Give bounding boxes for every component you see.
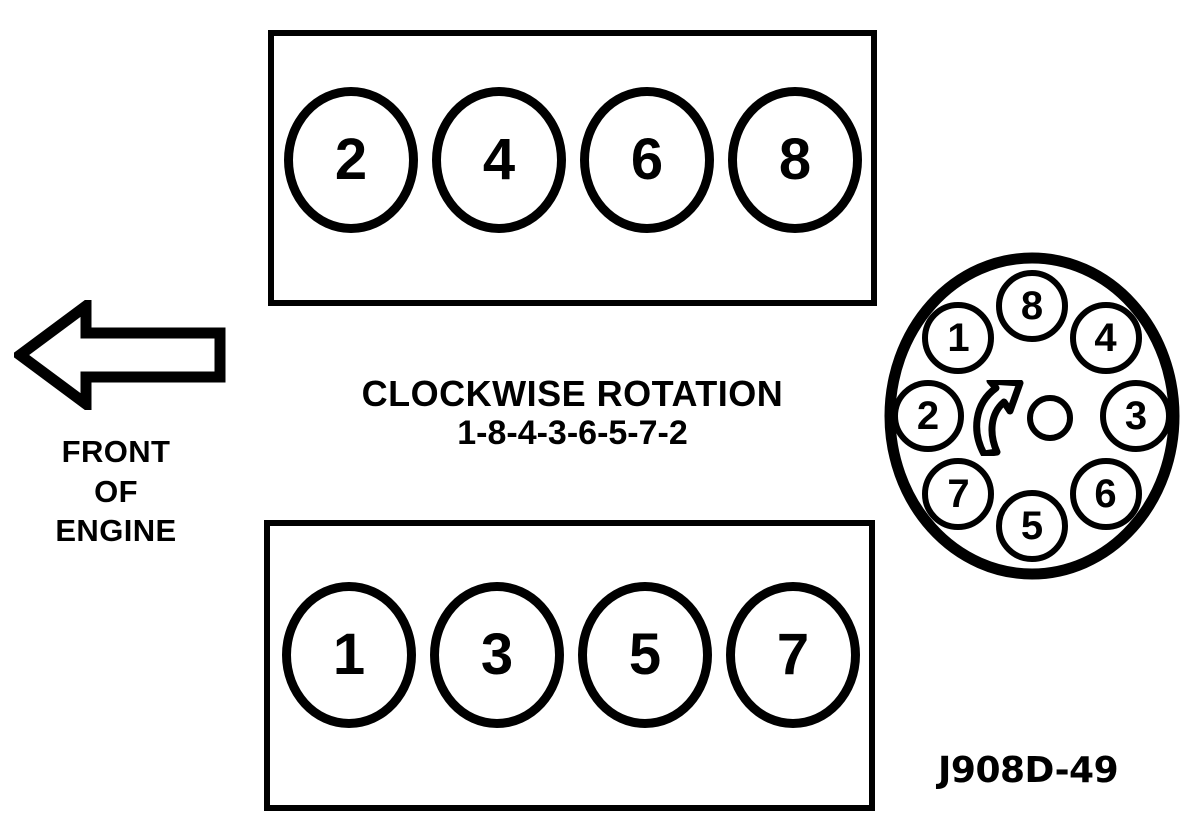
rotor-hub-icon — [1027, 395, 1073, 441]
terminal-label: 7 — [947, 471, 970, 516]
terminal-label: 2 — [916, 394, 940, 438]
front-caption-line-3: ENGINE — [55, 513, 177, 549]
cylinder-3: 3 — [430, 582, 564, 728]
distributor-terminal-3: 3 — [1100, 380, 1172, 452]
cylinder-label: 3 — [480, 622, 514, 687]
terminal-label: 4 — [1094, 316, 1117, 361]
cylinder-label: 8 — [778, 127, 812, 192]
terminal-label: 3 — [1124, 394, 1148, 438]
front-caption-line-1: FRONT — [61, 434, 171, 469]
cylinder-label: 5 — [628, 622, 662, 687]
rotation-text-block: CLOCKWISE ROTATION 1-8-4-3-6-5-7-2 — [268, 373, 877, 453]
cylinder-label: 2 — [334, 127, 368, 192]
distributor-cap: 8 4 3 6 5 7 2 1 — [884, 252, 1180, 580]
cylinder-label: 6 — [630, 127, 664, 192]
terminal-label: 6 — [1094, 471, 1117, 516]
distributor-terminal-1: 1 — [922, 302, 995, 375]
terminal-label: 5 — [1020, 504, 1044, 548]
distributor-terminal-4: 4 — [1069, 302, 1142, 375]
cylinder-1: 1 — [282, 582, 416, 728]
cylinder-6: 6 — [580, 87, 714, 233]
cylinder-2: 2 — [284, 87, 418, 233]
distributor-terminal-8: 8 — [996, 270, 1068, 342]
cylinder-label: 7 — [776, 622, 810, 687]
cylinder-4: 4 — [432, 87, 566, 233]
left-block-arrow-icon — [10, 295, 226, 415]
clockwise-curved-arrow-icon — [970, 377, 1032, 458]
rotation-title: CLOCKWISE ROTATION — [361, 373, 784, 414]
terminal-label: 1 — [947, 316, 970, 361]
cylinder-8: 8 — [728, 87, 862, 233]
distributor-terminal-7: 7 — [922, 457, 995, 530]
figure-id-label: J908D-49 — [938, 750, 1119, 791]
front-caption-line-2: OF — [94, 473, 138, 509]
cylinder-label: 4 — [482, 127, 516, 192]
terminal-label: 8 — [1020, 284, 1044, 328]
front-of-engine-caption: FRONT OF ENGINE — [0, 432, 232, 551]
distributor-terminal-5: 5 — [996, 490, 1068, 562]
distributor-terminal-6: 6 — [1069, 457, 1142, 530]
cylinder-7: 7 — [726, 582, 860, 728]
firing-order-sequence: 1-8-4-3-6-5-7-2 — [457, 414, 688, 453]
cylinder-label: 1 — [332, 622, 366, 687]
cylinder-5: 5 — [578, 582, 712, 728]
distributor-terminal-2: 2 — [892, 380, 964, 452]
